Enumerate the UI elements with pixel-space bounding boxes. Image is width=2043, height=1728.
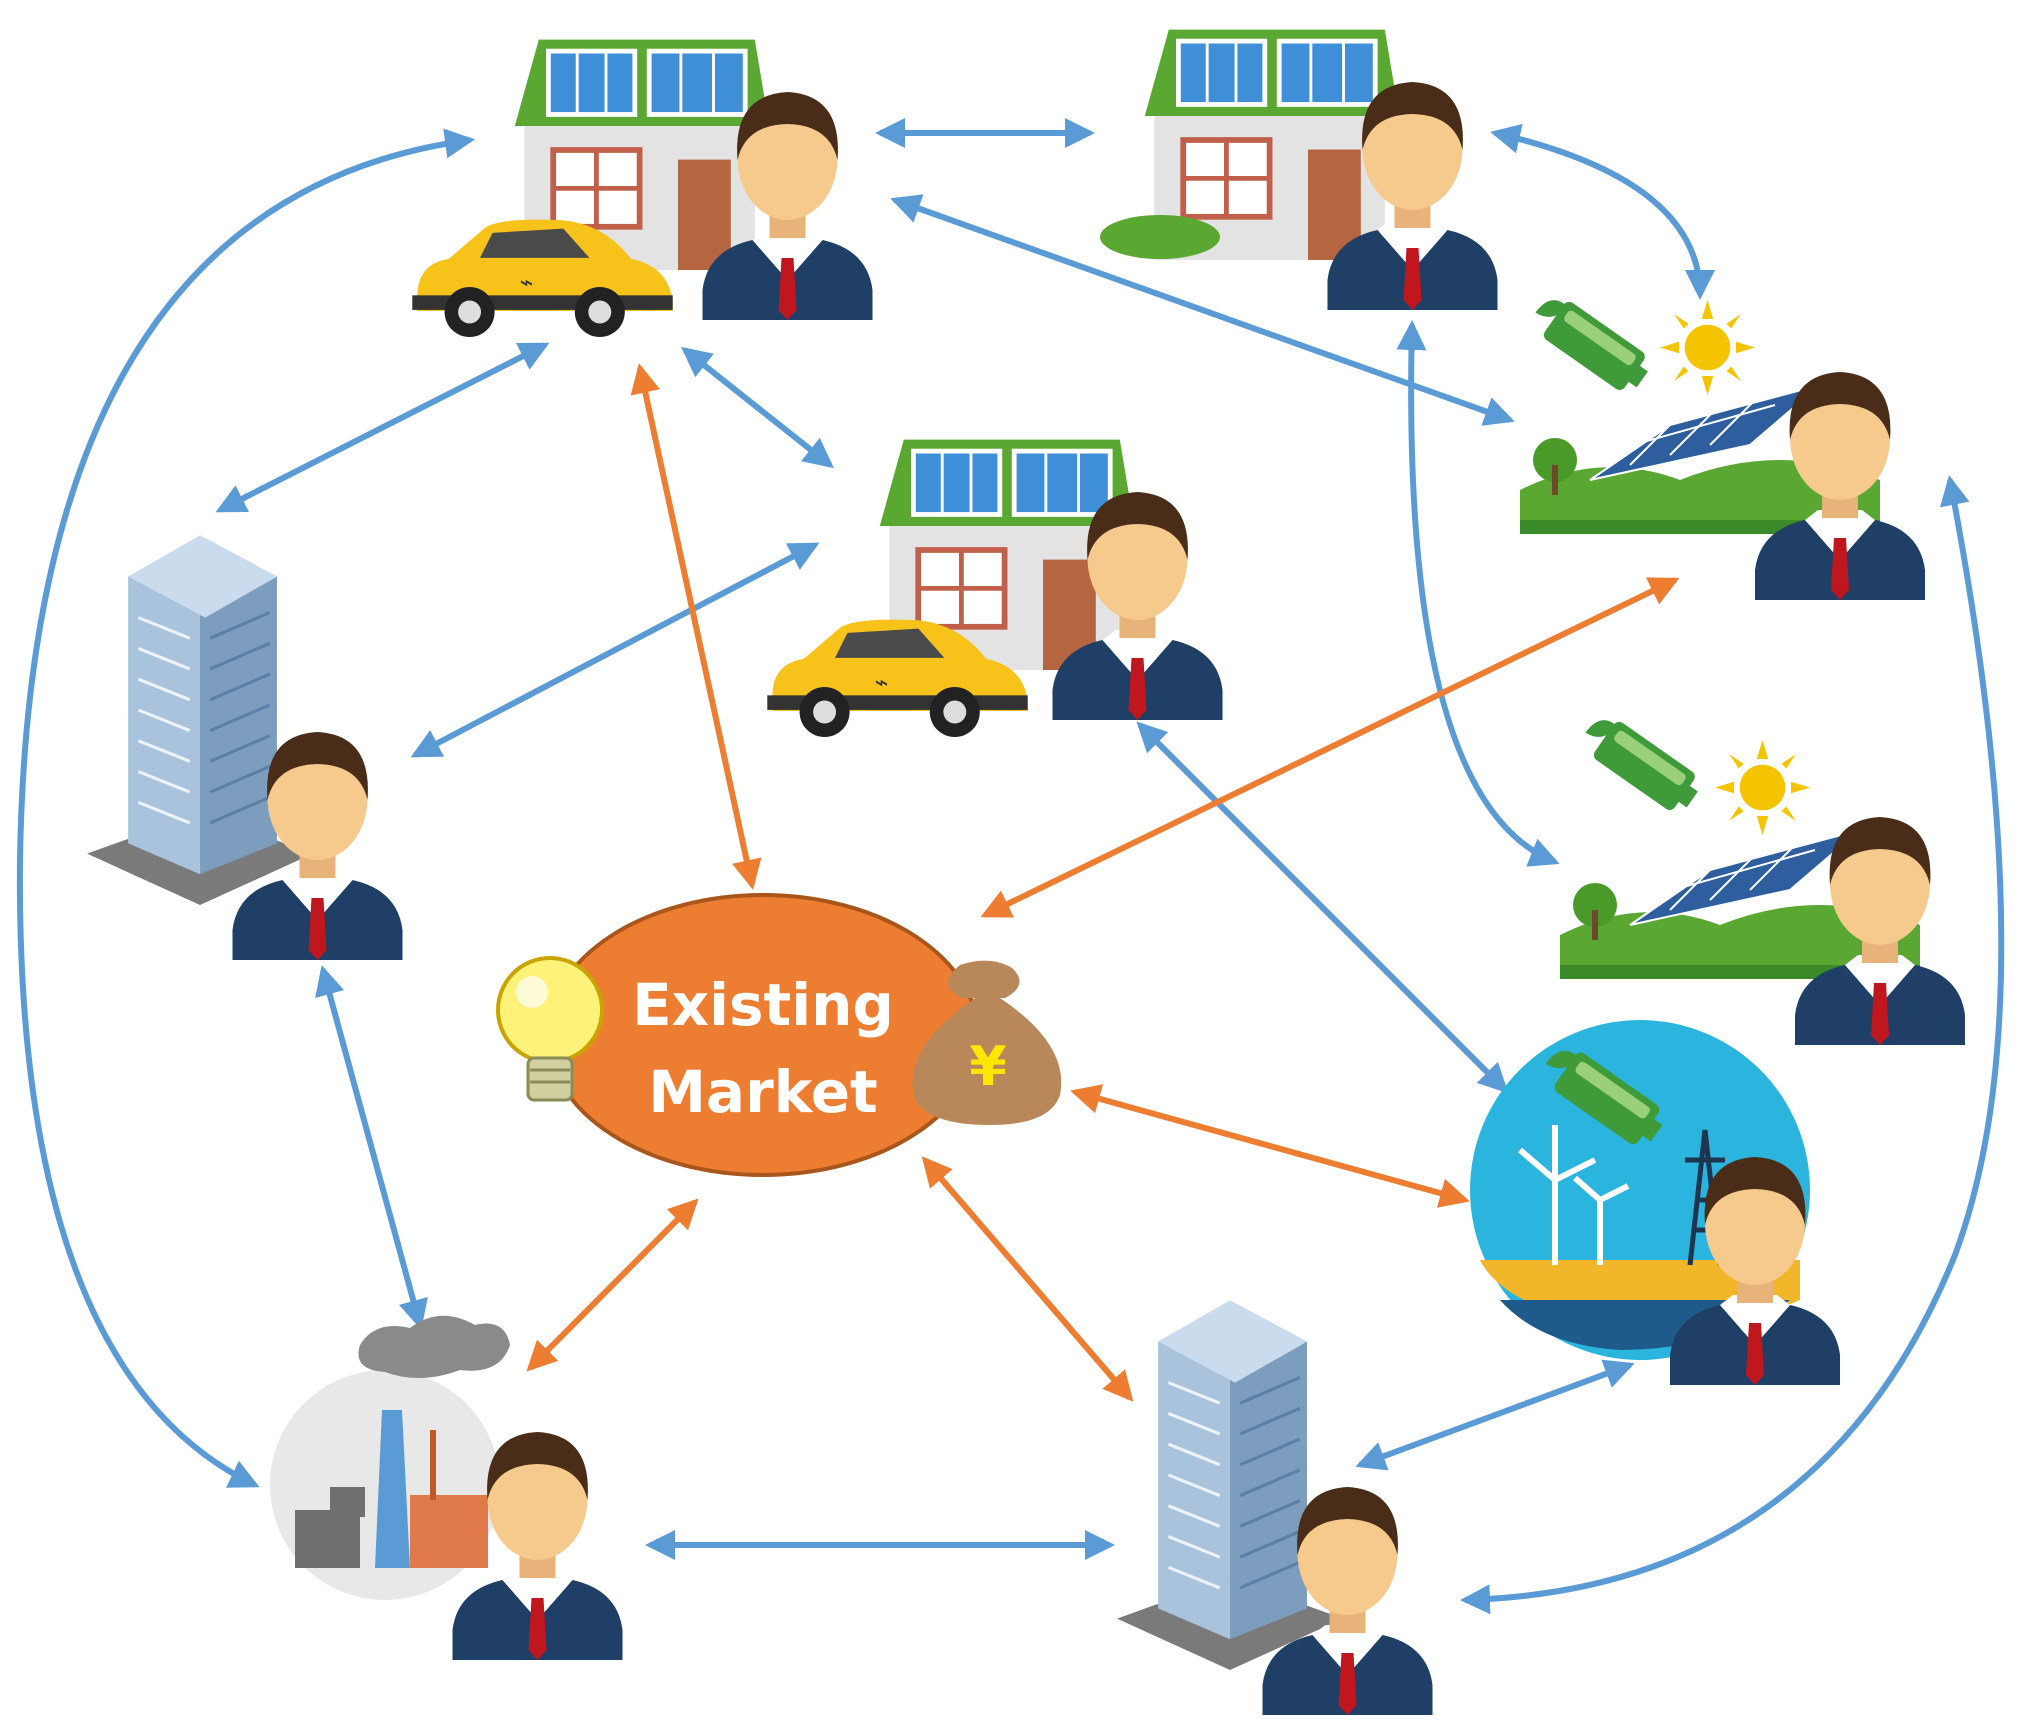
market-link-building2 [921, 1156, 1134, 1402]
link-house2-solarfarm2 [1396, 320, 1560, 867]
participant-solar-farm-1 [1518, 299, 1925, 600]
market-link-powerplant [526, 1198, 699, 1372]
currency-symbol: ¥ [969, 1035, 1007, 1098]
market-label-line2: Market [648, 1058, 878, 1126]
participant-office-building-2 [1115, 1298, 1433, 1715]
market-link-solarfarm1 [980, 577, 1680, 918]
link-building2-gridstorage [1355, 1359, 1635, 1471]
existing-market: Existing Market ¥ [496, 893, 1062, 1177]
market-link-house1 [630, 363, 762, 890]
participant-solar-farm-2 [1558, 719, 1965, 1045]
link-house2-solarfarm1 [1490, 123, 1715, 300]
link-house3-gridstorage [1136, 721, 1509, 1094]
link-solarfarm1-building2 [1460, 475, 2005, 1615]
battery-icon [1535, 299, 1656, 399]
participant-grid-wind-storage [1470, 1020, 1840, 1385]
sun-icon [1660, 300, 1755, 395]
factory-icon [295, 1315, 510, 1568]
participant-house-solar-ev-2 [767, 440, 1223, 737]
link-house1-house3 [681, 346, 834, 469]
sun-icon [1715, 740, 1810, 835]
office-building-icon [1115, 1298, 1345, 1670]
link-house1-building1 [215, 342, 550, 513]
link-house1-powerplant [16, 128, 475, 1488]
participant-house-solar-ev-1 [412, 40, 873, 337]
battery-icon [1585, 719, 1706, 819]
money-bag-icon: ¥ [912, 960, 1062, 1125]
market-label-line1: Existing [632, 971, 894, 1039]
power-pylon-icon [1685, 1129, 1725, 1266]
office-building-icon [85, 533, 315, 905]
market-link-gridstorage [1070, 1084, 1470, 1208]
participant-house-solar [1100, 30, 1498, 310]
wind-turbine-icon [1518, 1125, 1630, 1265]
participant-power-plant [270, 1315, 623, 1660]
link-building1-powerplant [315, 965, 428, 1330]
participant-office-building-1 [85, 533, 403, 960]
link-house3-building1 [410, 542, 820, 758]
market-links [526, 363, 1680, 1402]
light-bulb-icon [496, 956, 604, 1102]
